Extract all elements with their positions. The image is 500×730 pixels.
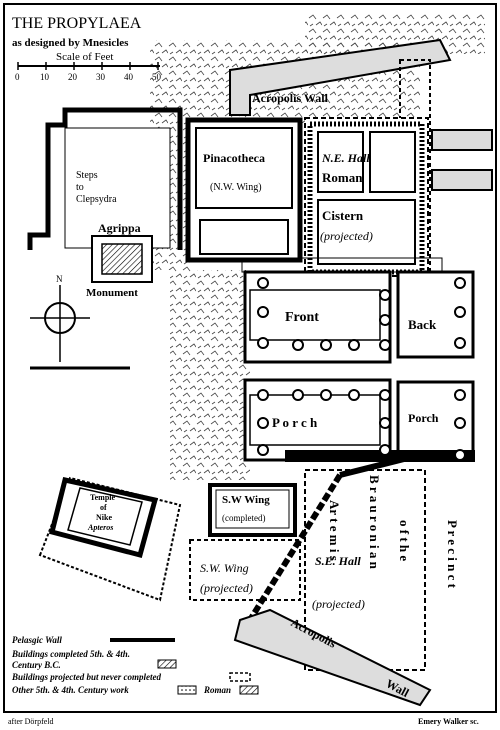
legend-other: Other 5th. & 4th. Century work bbox=[12, 685, 129, 695]
acropolis-wall-bottom bbox=[233, 608, 432, 707]
map-subtitle: as designed by Mnesicles bbox=[12, 37, 129, 49]
label-acropolis-wall-top: Acropolis Wall bbox=[252, 91, 329, 105]
label-temple-3: Nike bbox=[96, 513, 112, 522]
label-temple-2: of bbox=[100, 503, 107, 512]
steps-building bbox=[27, 107, 183, 250]
label-nw-wing: (N.W. Wing) bbox=[210, 182, 262, 193]
label-back: Back bbox=[408, 317, 437, 332]
ne-hall-cistern bbox=[304, 117, 429, 277]
scale-tick: 10 bbox=[40, 72, 50, 82]
label-front: Front bbox=[285, 310, 319, 325]
legend: Pelasgic Wall Buildings completed 5th. &… bbox=[11, 635, 231, 695]
label-porch-left: P o r c h bbox=[272, 415, 318, 430]
legend-projected: Buildings projected but never completed bbox=[11, 672, 161, 682]
label-agrippa: Agrippa bbox=[98, 221, 141, 235]
label-cistern: Cistern bbox=[322, 208, 364, 223]
label-temple-4: Apteros bbox=[87, 523, 113, 532]
label-sw-wing-projected: S.W. Wing bbox=[200, 561, 249, 575]
label-monument: Monument bbox=[86, 287, 138, 299]
legend-pelasgic: Pelasgic Wall bbox=[12, 635, 62, 645]
scale-tick: 20 bbox=[68, 72, 78, 82]
scale-label: Scale of Feet bbox=[56, 51, 113, 63]
central-hall bbox=[241, 257, 443, 462]
scale-tick: 0 bbox=[15, 72, 20, 82]
label-temple-1: Temple bbox=[90, 493, 115, 502]
label-cistern-projected: (projected) bbox=[320, 229, 373, 243]
columns bbox=[257, 277, 466, 461]
legend-completed-2: Century B.C. bbox=[12, 660, 61, 670]
compass-rose bbox=[30, 285, 90, 362]
label-ne-hall: N.E. Hall bbox=[321, 151, 370, 165]
pinacotheca-wing bbox=[185, 117, 303, 263]
label-se-projected: (projected) bbox=[312, 597, 365, 611]
label-pinacotheca: Pinacotheca bbox=[203, 151, 265, 165]
scale-bar bbox=[17, 62, 160, 70]
map-title: THE PROPYLAEA bbox=[12, 15, 142, 32]
legend-swatches bbox=[110, 638, 259, 695]
label-roman: Roman bbox=[322, 170, 363, 185]
label-north: N bbox=[56, 274, 63, 284]
map-frame bbox=[3, 3, 497, 713]
label-of-the: o f t h e bbox=[397, 520, 412, 561]
sw-wing bbox=[189, 483, 301, 601]
label-porch-right: Porch bbox=[408, 411, 439, 425]
label-sw-wing: S.W Wing bbox=[222, 494, 270, 506]
scale-tick: 30 bbox=[96, 72, 106, 82]
scale-ticks: 0 10 20 30 40 50 bbox=[15, 72, 162, 82]
credit-left: after Dörpfeld bbox=[8, 717, 54, 726]
pelasgic-wall-east bbox=[339, 452, 421, 478]
label-se-hall: S.E. Hall bbox=[315, 554, 361, 568]
legend-completed-1: Buildings completed 5th. & 4th. bbox=[11, 649, 130, 659]
scale-tick: 40 bbox=[124, 72, 134, 82]
label-sw-completed: (completed) bbox=[222, 513, 265, 523]
label-sw-projected: (projected) bbox=[200, 581, 253, 595]
temple-nike-apteros bbox=[38, 476, 182, 602]
pelasgic-wall-diagonal bbox=[247, 473, 343, 622]
agrippa-monument bbox=[91, 235, 153, 283]
scale-tick: 50 bbox=[152, 72, 162, 82]
label-steps-3: Clepsydra bbox=[76, 194, 117, 205]
label-steps-1: Steps bbox=[76, 170, 98, 181]
label-precinct: P r e c i n c t bbox=[445, 520, 460, 589]
label-brauronian: B r a u r o n i a n bbox=[367, 475, 382, 570]
label-artemis: Ar t e m i s bbox=[327, 500, 342, 561]
credit-right: Emery Walker sc. bbox=[418, 717, 479, 726]
legend-roman: Roman bbox=[203, 685, 231, 695]
label-steps-2: to bbox=[76, 182, 84, 193]
